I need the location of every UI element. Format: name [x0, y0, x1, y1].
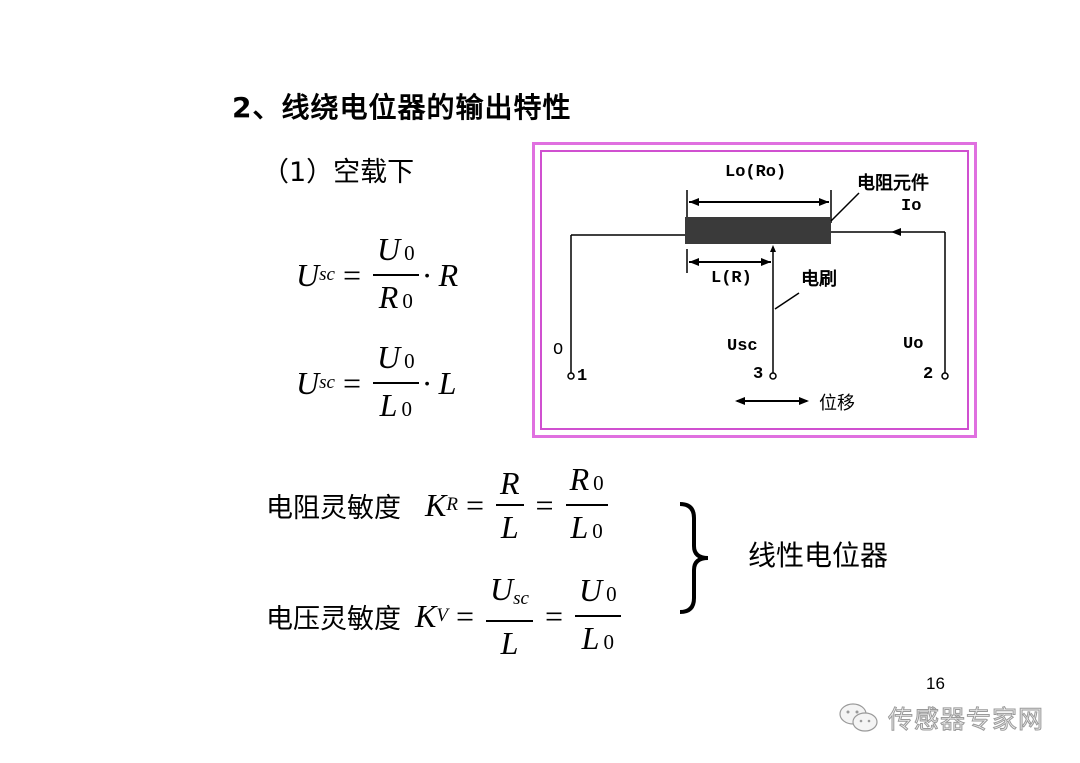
- fraction: Usc L: [486, 572, 533, 660]
- potentiometer-diagram: Lo(Ro) 电阻元件 Io L(R) 电刷 O Usc Uo 1 3 2 位移: [532, 142, 977, 438]
- label-brush: 电刷: [801, 269, 837, 290]
- label-resistive-element: 电阻元件: [857, 173, 929, 194]
- formula-multiplier: · L: [422, 364, 457, 401]
- equals-sign: =: [342, 256, 361, 293]
- voltage-sensitivity-label: 电压灵敏度: [266, 603, 401, 635]
- label-u0: Uo: [903, 335, 924, 354]
- circuit-schematic: [567, 190, 949, 405]
- label-l0-r0: Lo(Ro): [725, 163, 787, 182]
- label-zero: O: [553, 341, 564, 360]
- equals-sign: =: [342, 364, 361, 401]
- wechat-icon: [839, 703, 878, 732]
- formula-multiplier: · R: [422, 256, 459, 293]
- resistance-sensitivity-label: 电阻灵敏度: [266, 492, 401, 524]
- fraction: R L: [496, 466, 524, 544]
- label-displacement: 位移: [819, 393, 855, 414]
- page-number: 16: [926, 674, 945, 693]
- slide-title: 2、线绕电位器的输出特性: [232, 91, 572, 124]
- label-usc: Usc: [727, 337, 758, 356]
- formula-lhs: U: [296, 364, 320, 401]
- label-l-r: L(R): [711, 269, 752, 288]
- linear-potentiometer-label: 线性电位器: [748, 539, 889, 572]
- diagram-inner-border: [540, 150, 969, 430]
- slide-subtitle: （1）空载下: [262, 157, 415, 188]
- right-brace-icon: [679, 502, 709, 614]
- watermark-text: 传感器专家网: [887, 705, 1045, 735]
- terminal-3-label: 3: [753, 365, 764, 384]
- label-i0: Io: [901, 197, 922, 216]
- formula-lhs-sub: sc: [319, 264, 335, 285]
- terminal-2-label: 2: [923, 365, 934, 384]
- formula-lhs: U: [296, 256, 320, 293]
- formula-lhs-sub: sc: [319, 372, 335, 393]
- terminal-1-label: 1: [577, 367, 588, 386]
- watermark: 传感器专家网: [838, 700, 1044, 736]
